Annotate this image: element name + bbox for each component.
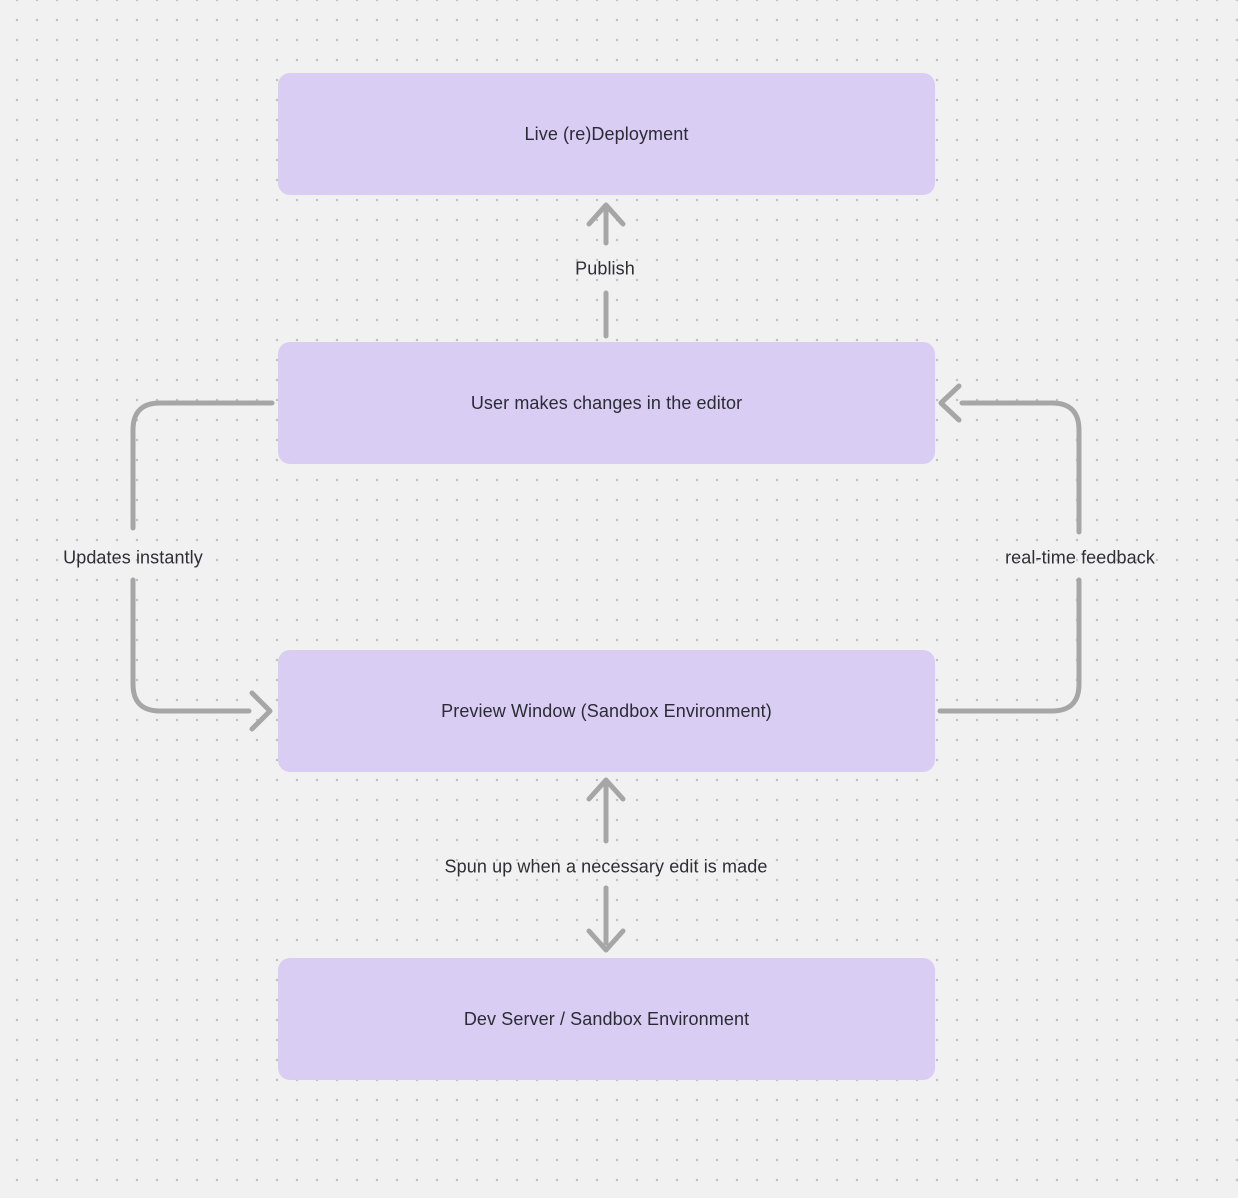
node-live-redeployment[interactable]: Live (re)Deployment	[278, 73, 935, 195]
edge-label-spun-up[interactable]: Spun up when a necessary edit is made	[444, 856, 768, 877]
node-label: Dev Server / Sandbox Environment	[463, 1008, 750, 1029]
right-loop-lower-segment	[937, 577, 1082, 714]
node-label: Preview Window (Sandbox Environment)	[441, 700, 772, 721]
edge-label-publish[interactable]: Publish	[575, 258, 635, 279]
node-editor-changes[interactable]: User makes changes in the editor	[278, 342, 935, 464]
right-loop-upper-segment	[959, 400, 1082, 535]
node-preview-window[interactable]: Preview Window (Sandbox Environment)	[278, 650, 935, 772]
sandbox-spinup-arrow[interactable]	[586, 777, 626, 953]
edge-label-realtime-feedback[interactable]: real-time feedback	[1005, 547, 1155, 568]
arrowhead-down-icon	[586, 928, 626, 953]
node-label: Live (re)Deployment	[524, 123, 689, 144]
updates-instantly-arrow[interactable]	[130, 400, 275, 732]
edge-label-updates-instantly[interactable]: Updates instantly	[63, 547, 203, 568]
arrowhead-up-icon	[586, 777, 626, 802]
arrowhead-right-icon	[249, 690, 273, 732]
arrowhead-up-icon	[586, 202, 626, 227]
node-label: User makes changes in the editor	[470, 392, 743, 413]
arrowhead-left-icon	[938, 383, 962, 423]
node-dev-server[interactable]: Dev Server / Sandbox Environment	[278, 958, 935, 1080]
realtime-feedback-arrow[interactable]	[937, 383, 1082, 714]
left-loop-lower-segment	[130, 577, 252, 714]
publish-arrow[interactable]	[586, 202, 626, 339]
left-loop-upper-segment	[130, 400, 275, 531]
